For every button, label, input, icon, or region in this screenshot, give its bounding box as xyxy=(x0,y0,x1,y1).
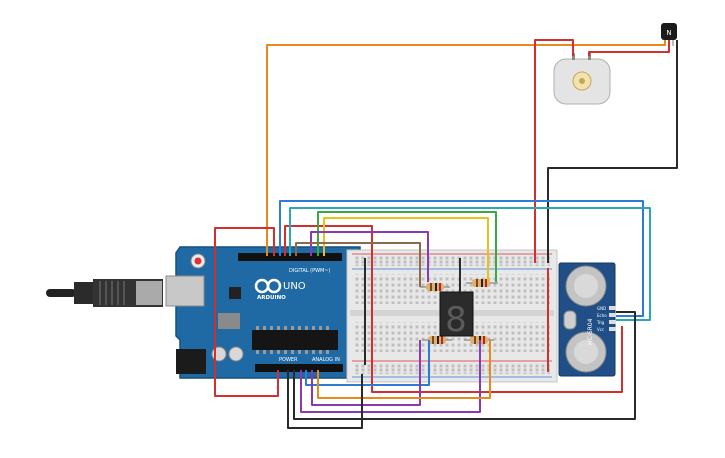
arduino-uno-board[interactable]: ARDUINO UNO DIGITAL (PWM~) POWER ANALOG … xyxy=(165,246,361,379)
power-header-label: POWER xyxy=(279,357,298,363)
resistor-3[interactable] xyxy=(422,336,452,344)
usb-cable xyxy=(46,279,163,307)
wire-orange-bottom[interactable] xyxy=(317,340,491,399)
wire-red-top[interactable] xyxy=(214,227,279,397)
wire-black-bottom[interactable] xyxy=(287,370,363,429)
capacitor-2 xyxy=(228,346,244,362)
ultrasonic-sensor[interactable]: HC-SR04 GND Echo Trig Vcc xyxy=(558,262,616,377)
seven-segment-display[interactable]: 8 xyxy=(439,291,474,340)
sensor-pin-echo: Echo xyxy=(597,313,607,318)
wire-brown[interactable] xyxy=(295,242,421,287)
arduino-model: UNO xyxy=(283,281,306,292)
wire-black-sensor[interactable] xyxy=(293,311,636,420)
transistor-label: N xyxy=(666,29,671,37)
top-power-rail xyxy=(354,256,550,266)
digital-header-label: DIGITAL (PWM~) xyxy=(289,268,331,274)
resistor-1[interactable] xyxy=(420,283,450,291)
wire-red-motor[interactable] xyxy=(534,39,574,263)
wire-green[interactable] xyxy=(317,211,497,282)
wire-blue-bottom[interactable] xyxy=(305,340,430,386)
display-digit: 8 xyxy=(445,300,467,340)
wire-yellow[interactable] xyxy=(323,217,489,282)
wire-purple-bottom[interactable] xyxy=(300,340,481,413)
bottom-power-rail xyxy=(354,364,550,374)
usb-chip xyxy=(229,287,241,299)
sensor-pin-gnd: GND xyxy=(597,306,606,311)
sensor-model: HC-SR04 xyxy=(587,318,594,345)
wires xyxy=(214,39,678,429)
wire-orange[interactable] xyxy=(266,40,666,256)
wire-teal[interactable] xyxy=(289,207,651,321)
digital-header xyxy=(238,253,342,261)
wire-purple-bottom-2[interactable] xyxy=(311,340,421,406)
regulator xyxy=(218,313,240,329)
wire-red-transistor[interactable] xyxy=(588,40,670,56)
resistor-2[interactable] xyxy=(466,279,498,287)
sensor-pin-vcc: Vcc xyxy=(597,327,604,332)
sensor-pin-trig: Trig xyxy=(596,320,605,325)
arduino-logo-icon xyxy=(254,278,282,294)
wire-black-transistor[interactable] xyxy=(547,40,678,263)
power-analog-header xyxy=(255,364,343,372)
reset-button-cap xyxy=(194,257,202,265)
arduino-brand: ARDUINO xyxy=(257,295,286,301)
dc-motor[interactable] xyxy=(553,53,611,105)
atmega-chip xyxy=(252,330,338,350)
analog-header-label: ANALOG IN xyxy=(312,357,340,363)
crystal xyxy=(563,310,577,330)
usb-port xyxy=(165,275,205,307)
wire-red-right[interactable] xyxy=(284,225,623,393)
power-jack xyxy=(176,349,206,374)
